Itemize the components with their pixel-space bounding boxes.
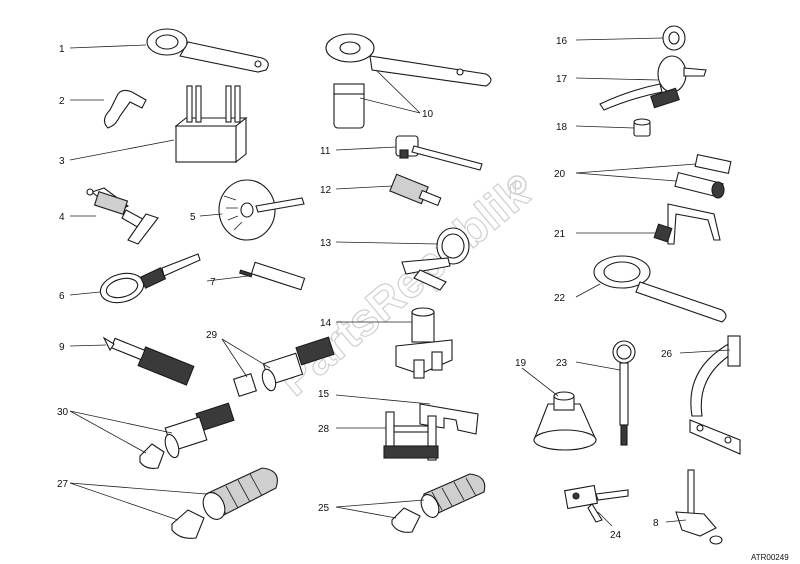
label-13: 13 [320, 238, 332, 249]
label-7: 7 [210, 277, 216, 288]
callout-labels: 1 2 3 4 5 6 7 9 29 30 27 10 11 12 13 14 … [57, 36, 673, 541]
label-9: 9 [59, 342, 65, 353]
part-7-pin-tool [238, 261, 306, 291]
label-22: 22 [554, 293, 566, 304]
part-18-nut [633, 118, 651, 137]
reference-code: ATR00249 [751, 553, 789, 562]
label-2: 2 [59, 96, 65, 107]
label-17: 17 [556, 74, 568, 85]
label-25: 25 [318, 503, 330, 514]
part-22-ring-spanner [593, 255, 727, 323]
watermark-gear-icon [507, 175, 527, 195]
label-30: 30 [57, 407, 69, 418]
leader-lines [69, 37, 731, 527]
label-23: 23 [556, 358, 568, 369]
label-26: 26 [661, 349, 673, 360]
label-10: 10 [422, 109, 434, 120]
part-6-strap-wrench [99, 253, 201, 304]
part-10-pin-spanner [325, 33, 492, 129]
part-30-sleeve-cone [139, 402, 235, 469]
label-21: 21 [554, 229, 566, 240]
label-6: 6 [59, 291, 65, 302]
part-28-fork-tool [383, 411, 439, 461]
label-20: 20 [554, 169, 566, 180]
label-28: 28 [318, 424, 330, 435]
label-24: 24 [610, 530, 622, 541]
part-23-dial-indicator [612, 340, 636, 446]
label-15: 15 [318, 389, 330, 400]
part-20-pins [674, 153, 732, 199]
label-5: 5 [190, 212, 196, 223]
part-3-bracket-tool [174, 85, 248, 164]
part-25-knurled-grip [391, 473, 486, 533]
part-1-ring-spanner [146, 28, 269, 73]
part-9-drift [102, 336, 195, 386]
part-14-puller [395, 307, 453, 379]
part-17-puller-handle [599, 55, 707, 111]
part-27-knurled-grip [171, 467, 278, 539]
part-29-sleeve-pair [232, 336, 335, 398]
label-18: 18 [556, 122, 568, 133]
label-4: 4 [59, 212, 65, 223]
label-11: 11 [320, 146, 331, 157]
label-29: 29 [206, 330, 218, 341]
part-11-socket-wrench [395, 135, 483, 171]
label-14: 14 [320, 318, 332, 329]
label-19: 19 [515, 358, 527, 369]
part-8-rod-tool [675, 469, 723, 545]
label-27: 27 [57, 479, 69, 490]
part-13-dial-gauge [401, 227, 470, 291]
part-4-t-handle-puller [86, 187, 159, 245]
part-24-clamp [564, 484, 629, 523]
watermark-text: PartsRepublik [268, 167, 539, 406]
label-12: 12 [320, 185, 332, 196]
label-8: 8 [653, 518, 659, 529]
watermark: PartsRepublik [267, 166, 539, 406]
part-21-l-bracket [653, 203, 721, 245]
label-3: 3 [59, 156, 65, 167]
part-16-ring [662, 25, 686, 51]
label-16: 16 [556, 36, 568, 47]
part-26-arc-fixture [689, 335, 741, 455]
part-2-bent-pin [103, 89, 147, 129]
part-5-degree-wheel [218, 179, 305, 241]
part-19-bell-puller [533, 391, 597, 451]
part-12-knurled-pin [389, 173, 442, 207]
label-1: 1 [59, 44, 65, 55]
